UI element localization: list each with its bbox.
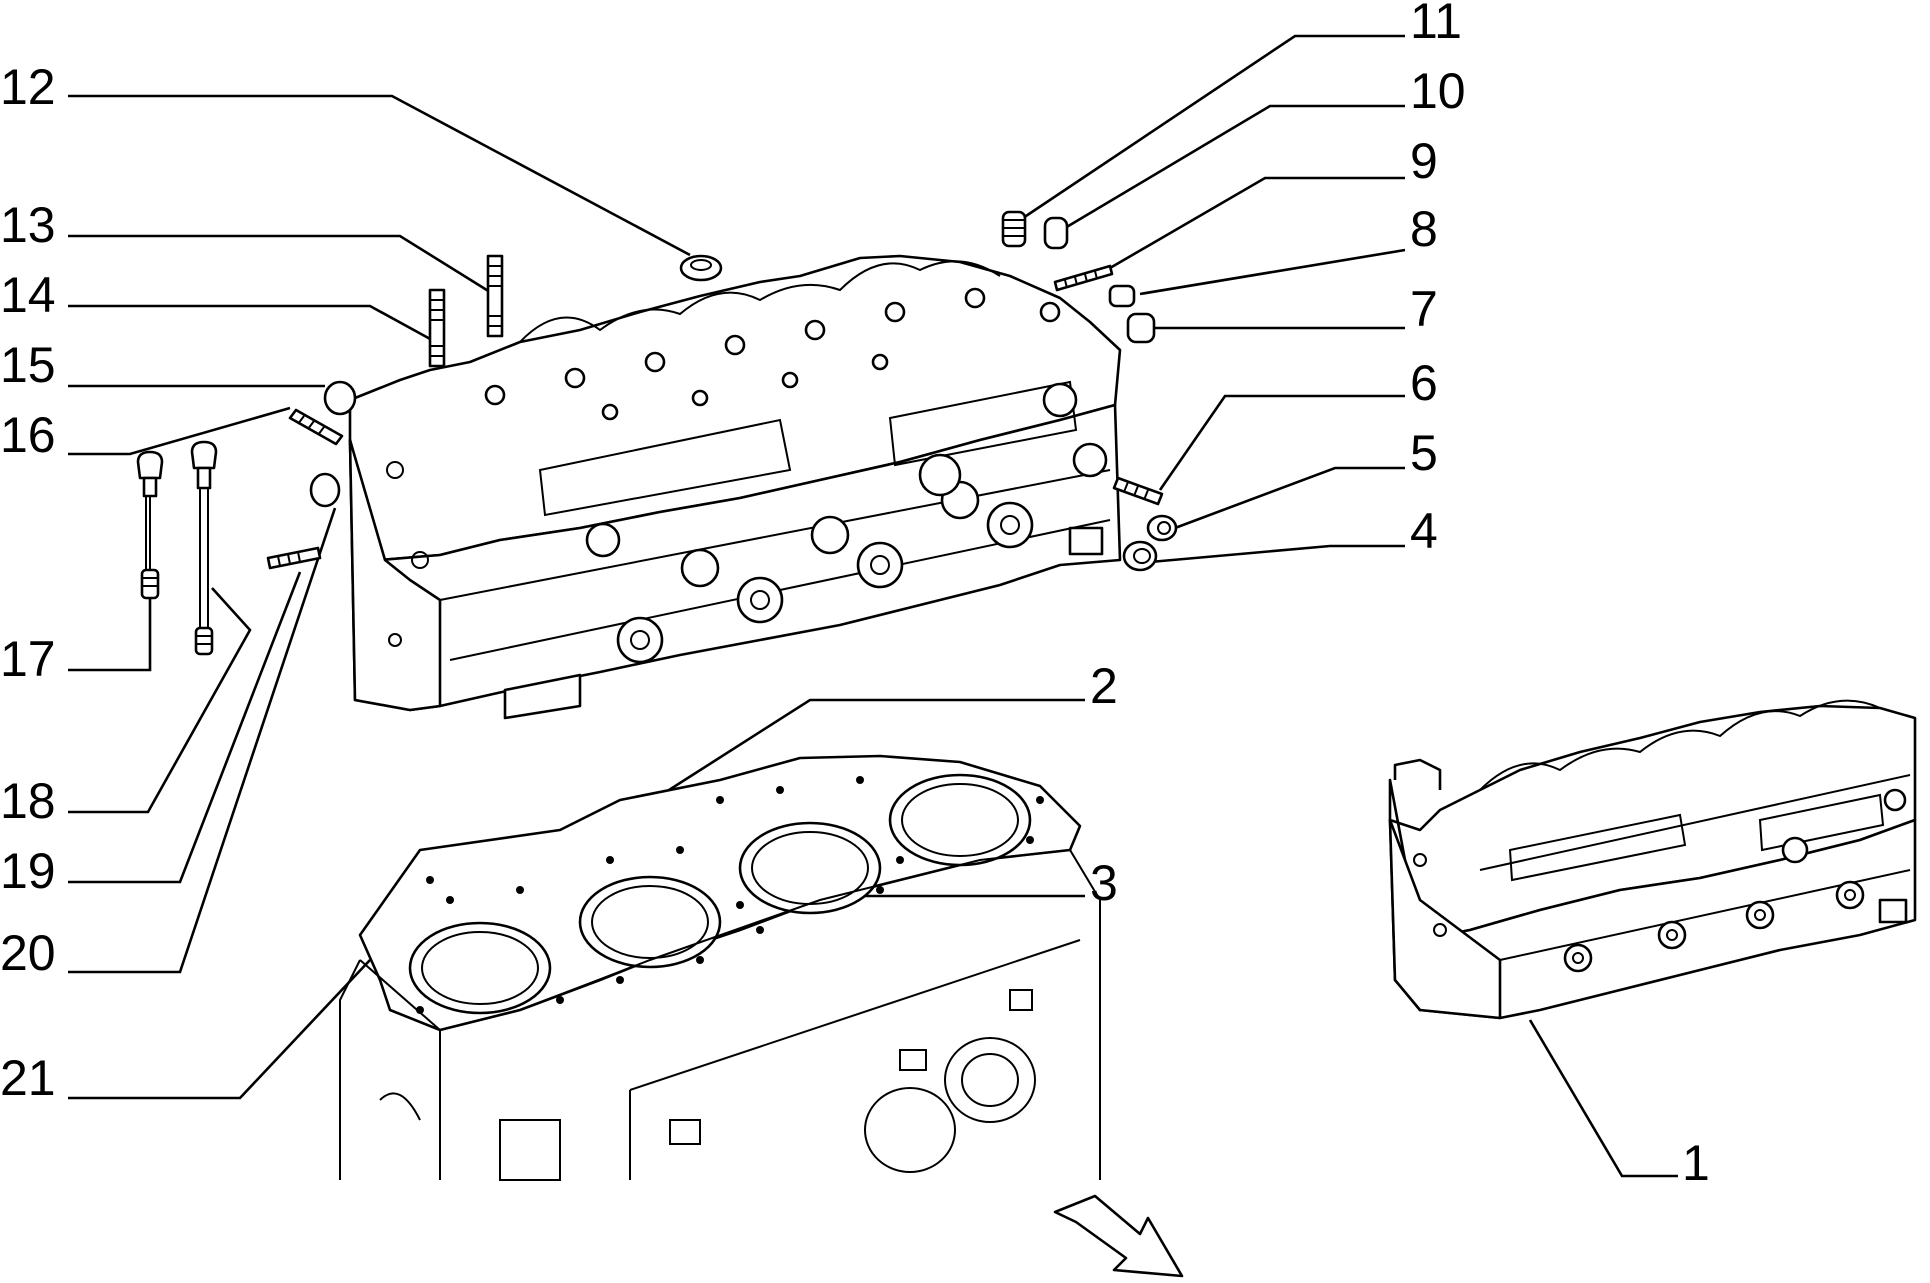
part-12-seal-ring [679,254,723,282]
callout-label-16: 16 [0,407,56,463]
callout-label-8: 8 [1410,201,1438,257]
cylinder-head-exploded [348,254,1122,720]
callout-label-2: 2 [1090,658,1118,714]
callout-label-7: 7 [1410,281,1438,337]
leader-4 [1149,544,1405,564]
part-13-stud [486,254,504,338]
part-15-plug [323,380,357,416]
callout-label-21: 21 [0,1050,56,1106]
part-21-head-gasket [358,754,1082,1032]
callout-label-20: 20 [0,925,56,981]
leader-10 [1064,104,1405,230]
leader-20 [68,507,337,974]
callout-label-1: 1 [1682,1135,1710,1191]
leader-12 [68,94,691,257]
part-8-plug [1108,284,1136,308]
callout-labels: 11 10 9 8 7 6 5 4 2 3 1 12 13 14 15 16 1… [0,0,1710,1191]
callout-label-12: 12 [0,59,56,115]
part-10-plug [1043,216,1069,250]
gasket-holes [416,776,1044,1014]
cylinder-head-assembled-inset [1388,699,1917,1020]
leader-13 [68,234,491,294]
callout-label-18: 18 [0,773,56,829]
part-5-bush [1146,514,1178,542]
leader-5 [1174,466,1405,530]
leader-9 [1109,176,1405,270]
callout-label-5: 5 [1410,425,1438,481]
callout-label-17: 17 [0,631,56,687]
leader-17 [68,588,152,672]
part-4-plug [1122,540,1158,572]
callout-label-15: 15 [0,337,56,393]
callout-label-11: 11 [1410,0,1462,49]
leader-16 [68,406,291,456]
engine-block-outline [339,848,1101,1181]
part-11-spring-plug [1001,210,1027,248]
part-14-stud [428,288,446,368]
callout-label-3: 3 [1090,855,1118,911]
leader-14 [68,304,433,342]
part-17-head-bolt-short [136,450,164,600]
part-19-stud [266,546,322,570]
callout-label-6: 6 [1410,355,1438,411]
cam-bearing-holes [484,287,1061,421]
callout-label-4: 4 [1410,503,1438,559]
leader-19 [68,571,302,884]
callout-label-10: 10 [1410,63,1466,119]
part-20-plug [309,472,341,508]
callout-label-13: 13 [0,197,56,253]
leader-8 [1139,248,1406,296]
part-9-stud [1053,264,1114,292]
leader-11 [1019,34,1405,222]
leader-6 [1158,394,1405,491]
head-bolt-bosses [585,382,1108,664]
arrow-down-right-icon [1053,1194,1184,1278]
leader-1 [1528,1019,1678,1178]
callout-label-9: 9 [1410,133,1438,189]
callout-label-14: 14 [0,267,56,323]
leader-18 [68,587,252,814]
leader-21 [68,959,371,1100]
part-6-stud [1112,476,1164,506]
callout-label-19: 19 [0,843,56,899]
part-16-stud [288,408,344,446]
part-7-plug [1126,312,1156,344]
part-18-head-bolt-long [190,440,218,656]
